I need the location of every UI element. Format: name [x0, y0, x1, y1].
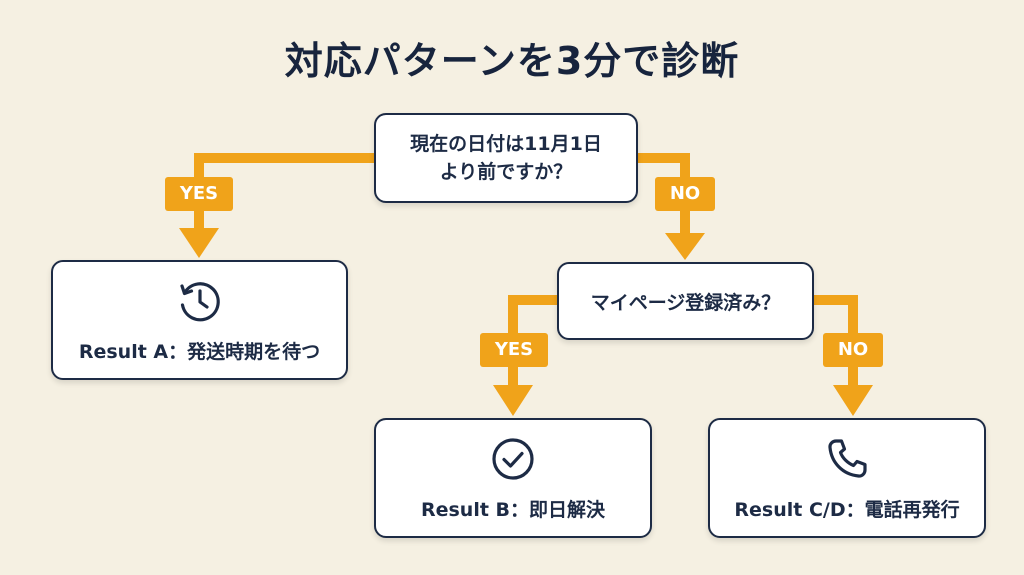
no-label-q1: NO [655, 177, 715, 211]
arrowhead-result-c [833, 385, 873, 416]
page-title: 対応パターンを3分で診断 [284, 39, 740, 83]
result-b-text: Result B：即日解決 [420, 498, 606, 521]
result-c-box: Result C/D：電話再発行 [708, 418, 986, 538]
clock-icon [179, 281, 220, 321]
question-2-box: マイページ登録済み？ [557, 262, 814, 340]
question-1-line-1: 現在の日付は11月1日 [410, 133, 602, 155]
check-circle-icon [492, 437, 534, 480]
yes-label-q1: YES [165, 177, 233, 211]
question-1-line-2: より前ですか？ [439, 161, 573, 183]
result-c-text: Result C/D：電話再発行 [734, 498, 960, 521]
phone-icon [828, 438, 867, 478]
question-1-box: 現在の日付は11月1日 より前ですか？ [374, 113, 638, 203]
arrowhead-q2 [665, 233, 705, 260]
result-b-box: Result B：即日解決 [374, 418, 652, 538]
arrowhead-result-b [493, 385, 533, 416]
result-a-text: Result A：発送時期を待つ [78, 340, 321, 363]
question-2-text: マイページ登録済み？ [590, 291, 781, 314]
arrowhead-result-a [179, 228, 219, 258]
yes-label-q2: YES [480, 333, 548, 367]
result-a-box: Result A：発送時期を待つ [51, 260, 348, 380]
no-label-q2: NO [823, 333, 883, 367]
